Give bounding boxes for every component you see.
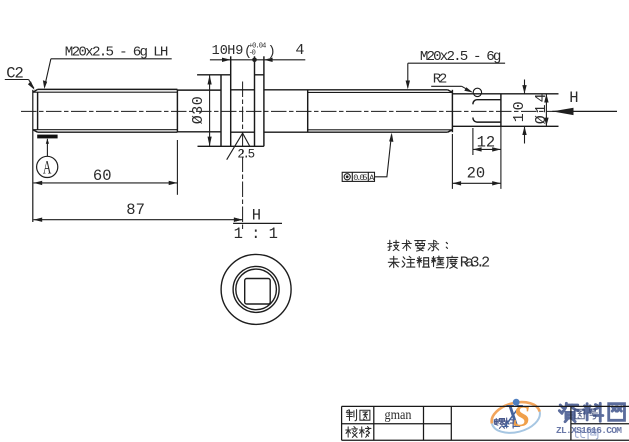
svg-text:H: H	[252, 206, 261, 224]
svg-text:Ø30: Ø30	[190, 96, 207, 124]
svg-text:12: 12	[477, 134, 496, 152]
svg-text:(: (	[244, 45, 252, 60]
svg-text:Ra3.2: Ra3.2	[460, 255, 491, 272]
svg-text:60: 60	[93, 167, 112, 185]
svg-text:2.5: 2.5	[237, 147, 255, 161]
svg-text:R2: R2	[433, 72, 448, 88]
svg-text:A: A	[43, 158, 52, 178]
svg-text:20: 20	[467, 165, 486, 183]
svg-text:87: 87	[126, 201, 145, 219]
svg-text:H9: H9	[227, 44, 243, 59]
svg-text:ZL.XS1616.COM: ZL.XS1616.COM	[556, 425, 622, 436]
svg-text:0.05: 0.05	[353, 173, 367, 183]
svg-text:10: 10	[212, 44, 228, 59]
svg-text:): )	[268, 45, 276, 60]
svg-text:S: S	[513, 398, 530, 433]
svg-text:+0.04: +0.04	[249, 43, 266, 51]
svg-text:X: X	[501, 398, 523, 435]
svg-text:Ø14: Ø14	[533, 93, 550, 124]
svg-text:1 : 1: 1 : 1	[234, 225, 278, 243]
svg-text:M20x2.5 - 6g: M20x2.5 - 6g	[420, 49, 502, 65]
svg-text:4: 4	[295, 42, 304, 59]
svg-text:gman: gman	[385, 407, 412, 422]
svg-text:A: A	[369, 174, 374, 183]
svg-text:C2: C2	[6, 64, 24, 82]
svg-text:-0: -0	[249, 50, 256, 58]
svg-text:H: H	[569, 89, 578, 107]
svg-text:M20x2.5 - 6g LH: M20x2.5 - 6g LH	[65, 45, 169, 61]
